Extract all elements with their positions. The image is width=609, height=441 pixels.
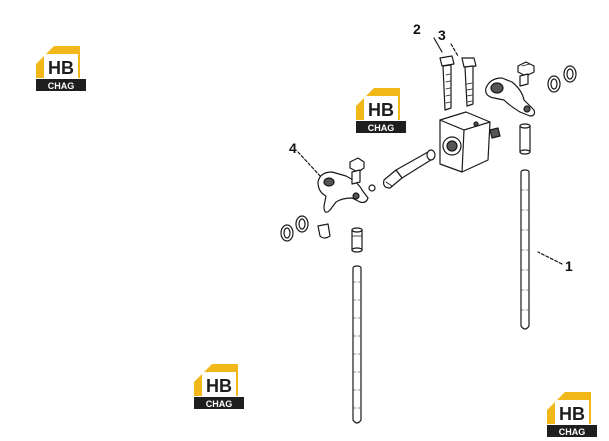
rocker-arm-right bbox=[485, 77, 536, 117]
watermark-bottom-text: CHAG bbox=[48, 81, 75, 91]
leader-line-1 bbox=[537, 251, 563, 265]
adjusting-screw-right bbox=[519, 73, 529, 87]
push-rod-left bbox=[352, 265, 362, 424]
o-ring-left-1 bbox=[280, 224, 294, 242]
callout-3: 3 bbox=[438, 27, 446, 43]
leader-line-4 bbox=[297, 151, 323, 179]
watermark-logo-1: HB CHAG bbox=[36, 46, 86, 91]
leader-line-3 bbox=[450, 43, 459, 57]
nut-part-right bbox=[517, 61, 535, 77]
bolt-part-3 bbox=[461, 57, 477, 107]
watermark-logo-3: HB CHAG bbox=[194, 364, 244, 409]
o-ring-right-2 bbox=[563, 65, 577, 83]
callout-1: 1 bbox=[565, 258, 573, 274]
bolt-part-2 bbox=[439, 55, 455, 111]
watermark-top-text: HB bbox=[559, 404, 585, 424]
watermark-top-text: HB bbox=[48, 58, 74, 78]
rocker-arm-left bbox=[317, 171, 369, 213]
o-ring-right-1 bbox=[547, 75, 561, 93]
watermark-bottom-text: CHAG bbox=[559, 427, 586, 437]
watermark-bottom-text: CHAG bbox=[368, 123, 395, 133]
rocker-shaft bbox=[383, 149, 436, 189]
watermark-bottom-text: CHAG bbox=[206, 399, 233, 409]
ball-socket-left bbox=[317, 223, 331, 239]
callout-2: 2 bbox=[413, 21, 421, 37]
nut-part-left bbox=[349, 157, 365, 173]
spacer bbox=[368, 184, 376, 192]
rocker-shaft-support bbox=[439, 111, 501, 173]
o-ring-left-2 bbox=[295, 215, 309, 233]
push-rod-socket-left bbox=[351, 227, 363, 253]
watermark-top-text: HB bbox=[206, 376, 232, 396]
adjusting-screw-left bbox=[351, 169, 361, 185]
watermark-top-text: HB bbox=[368, 100, 394, 120]
watermark-logo-2: HB CHAG bbox=[356, 88, 406, 133]
callout-4: 4 bbox=[289, 140, 297, 156]
leader-line-2 bbox=[433, 37, 443, 53]
watermark-logo-4: HB CHAG bbox=[547, 392, 597, 437]
push-rod-right bbox=[520, 169, 530, 330]
push-rod-socket-right bbox=[519, 123, 531, 155]
